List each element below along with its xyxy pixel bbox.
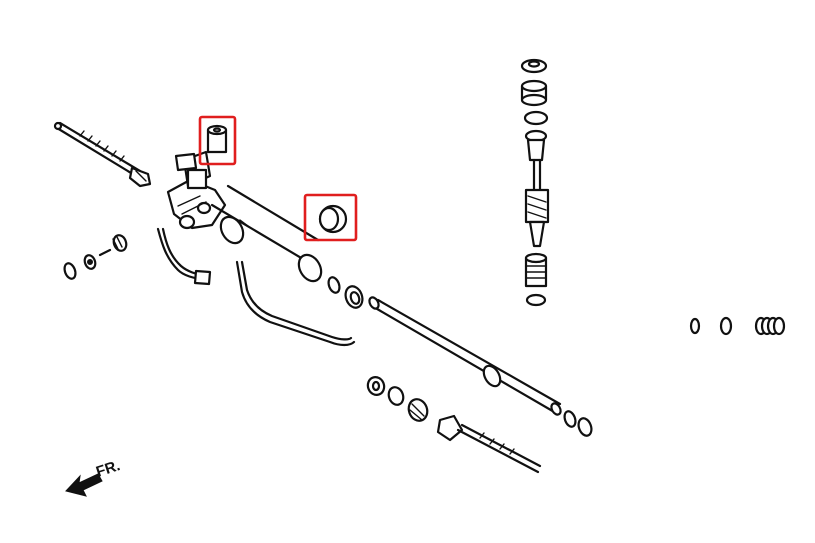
direction-label: FR. [94,457,122,481]
rack-seal-set [327,276,364,309]
pinion-stack [520,58,550,307]
front-direction-indicator: FR. [65,457,122,497]
rack-end-seals [563,410,593,437]
gear-housing [166,150,227,230]
left-tie-rod [53,121,152,188]
rack-housing-tube [210,184,323,283]
right-tie-rod [436,414,542,474]
rack-mount-bushing-large [303,193,358,242]
lower-bushing-set [366,376,429,422]
left-seal-set [63,234,128,280]
highlight-box-small [198,115,237,166]
right-pressure-line [235,260,356,347]
highlight-box-large [303,193,358,242]
front-arrow-icon [65,473,103,497]
rack-bar [368,296,562,416]
left-pressure-line [156,227,212,286]
rack-mount-bushing-small [198,115,237,166]
o-ring-set [689,316,786,336]
